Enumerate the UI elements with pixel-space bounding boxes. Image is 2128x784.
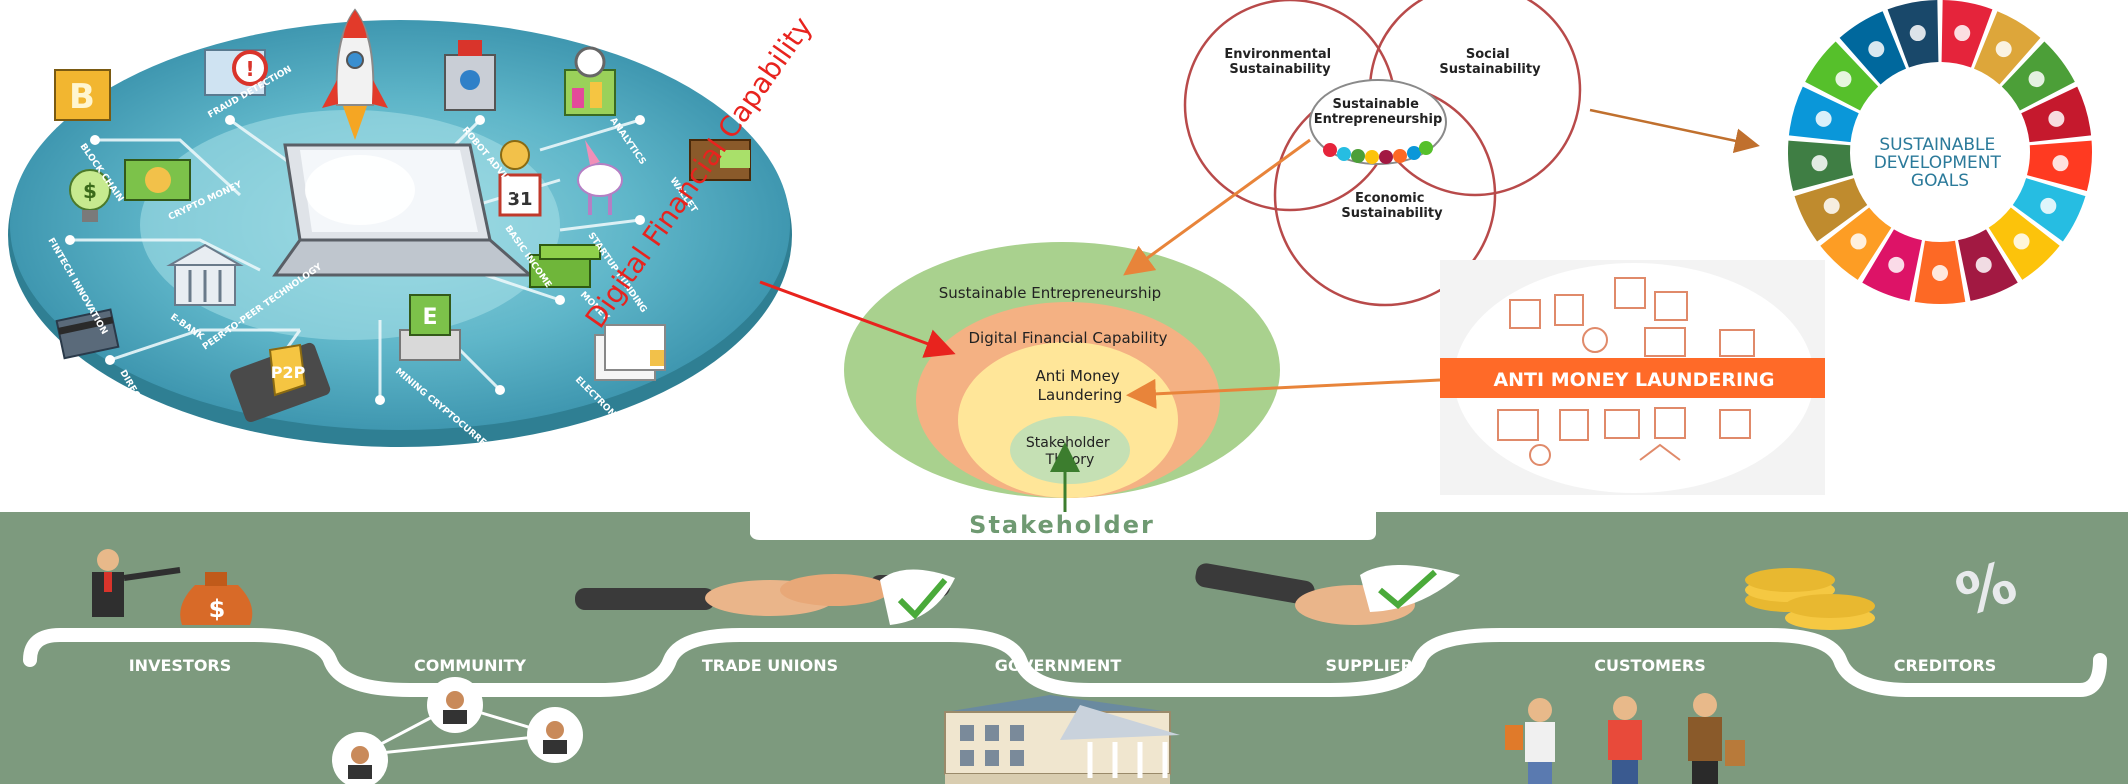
- arrow-aml: [1126, 378, 1441, 409]
- economic-line2: Sustainability: [1341, 206, 1443, 221]
- sdg-wheel: SUSTAINABLE DEVELOPMENT GOALS: [1788, 0, 2092, 304]
- bitcoin-block-icon: B: [54, 69, 111, 121]
- sdg-title-line3: GOALS: [1911, 171, 1969, 191]
- stakeholder-investors: INVESTORS: [129, 656, 232, 675]
- fintech-disc: B ! $: [8, 8, 819, 463]
- sdg-goal-icon: [1815, 110, 1832, 127]
- social-line1: Social: [1466, 47, 1510, 62]
- sdg-goal-icon: [1954, 25, 1971, 42]
- electronic-mortgage-icon: [594, 324, 666, 381]
- arrow-dfc: [759, 280, 956, 358]
- wallet-icon: [689, 139, 751, 181]
- sdg-goal-icon: [2028, 71, 2045, 88]
- sdg-goal-icon: [2048, 110, 2065, 127]
- stakeholder-labels: INVESTORS COMMUNITY TRADE UNIONS GOVERNM…: [129, 656, 1997, 675]
- svg-text:Social Sustainability: Social Sustainability: [1439, 47, 1541, 77]
- stakeholder-government: GOVERNMENT: [995, 656, 1122, 675]
- sdg-segments: [1788, 0, 2092, 304]
- svg-text:Environmental Sustainabi: Environmental Sustainability: [1224, 47, 1335, 77]
- stakeholder-community: COMMUNITY: [414, 656, 526, 675]
- basic-income-icon: 31: [498, 140, 542, 217]
- people-crowd-icon: [1323, 141, 1433, 164]
- sustainability-venn: Environmental Sustainability Social Sust…: [1183, 0, 1582, 307]
- economic-line1: Economic: [1355, 191, 1424, 206]
- government-building-icon: [944, 695, 1180, 784]
- svg-text:$: $: [209, 595, 226, 623]
- analytics-icon: [564, 46, 616, 116]
- robot-advisor-icon: [444, 40, 496, 111]
- sdg-goal-icon: [2013, 233, 2030, 250]
- arrow-se: [1123, 138, 1311, 276]
- e-bank-icon: [166, 243, 244, 306]
- aml-label: ANTI MONEY LAUNDERING: [1493, 369, 1774, 391]
- sdg-goal-icon: [1850, 233, 1867, 250]
- svg-text:$: $: [83, 179, 97, 203]
- environmental-line1: Environmental: [1224, 47, 1331, 62]
- svg-text:Economic Sustainability: Economic Sustainability: [1341, 191, 1443, 221]
- sdg-goal-icon: [1975, 256, 1992, 273]
- sdg-goal-icon: [1868, 41, 1885, 58]
- network-people-icon: [332, 677, 583, 784]
- aml-banner: [1440, 358, 1825, 398]
- sdg-goal-icon: [2052, 155, 2069, 172]
- svg-text:P2P: P2P: [271, 363, 306, 382]
- stakeholder-title: Stakeholder: [969, 511, 1155, 539]
- unicorn-startup-icon: [577, 140, 623, 215]
- third-label: Anti Money Laundering: [1035, 367, 1124, 404]
- stakeholder-creditors: CREDITORS: [1894, 656, 1997, 675]
- laptop-icon: [272, 143, 534, 277]
- third-line2: Laundering: [1038, 386, 1123, 404]
- sdg-goal-icon: [1823, 197, 1840, 214]
- handshake-icon: [575, 569, 955, 625]
- sdg-title: SUSTAINABLE DEVELOPMENT GOALS: [1874, 135, 2007, 191]
- p2p-phone-icon: P2P: [230, 342, 331, 423]
- sustainable-entrepreneurship-center: Sustainable Entrepreneurship: [1309, 79, 1447, 165]
- fraud-detection-icon: !: [204, 49, 268, 96]
- arrow-sdg: [1589, 108, 1760, 154]
- aml-icons: [1497, 277, 1755, 466]
- sdg-title-line1: SUSTAINABLE: [1879, 135, 1995, 155]
- svg-text:B: B: [69, 77, 95, 117]
- svg-text:!: !: [245, 57, 254, 81]
- outer-label: Sustainable Entrepreneurship: [939, 284, 1161, 302]
- stakeholder-band: Stakeholder INVESTORS COMMUNITY TRADE UN…: [0, 511, 2128, 784]
- third-line1: Anti Money: [1035, 367, 1119, 385]
- svg-text:31: 31: [507, 189, 532, 210]
- lightbulb-icon: $: [69, 169, 111, 222]
- sdg-goal-icon: [1888, 256, 1905, 273]
- sdg-title-line2: DEVELOPMENT: [1874, 153, 2002, 173]
- arrows: [759, 108, 1760, 512]
- center-line2: Entrepreneurship: [1314, 112, 1443, 127]
- approval-hand-icon: [1195, 563, 1460, 625]
- crypto-money-icon: [124, 159, 191, 201]
- nested-framework: Sustainable Entrepreneurship Digital Fin…: [844, 242, 1280, 498]
- money-bag-icon: $: [92, 549, 253, 625]
- money-stack-icon: [529, 244, 601, 288]
- rocket-icon: [322, 8, 388, 140]
- sdg-goal-icon: [1932, 265, 1948, 281]
- stakeholder-trade-unions: TRADE UNIONS: [702, 656, 838, 675]
- svg-text:Sustainable Entreprene: Sustainable Entrepreneurship: [1314, 97, 1443, 127]
- second-label: Digital Financial Capability: [968, 329, 1167, 347]
- sdg-goal-icon: [2040, 197, 2057, 214]
- center-line1: Sustainable: [1333, 97, 1420, 112]
- stakeholder-customers: CUSTOMERS: [1594, 656, 1705, 675]
- sdg-goal-icon: [1835, 71, 1852, 88]
- inner-line1: Stakeholder: [1026, 435, 1110, 451]
- sdg-goal-icon: [1995, 41, 2012, 58]
- credit-card-icon: [55, 308, 120, 360]
- social-line2: Sustainability: [1439, 62, 1541, 77]
- environmental-line2: Sustainability: [1229, 62, 1331, 77]
- inner-line2: Theory: [1045, 452, 1095, 468]
- circuit-nodes: [65, 115, 645, 405]
- stakeholder-suppliers: SUPPLIERS: [1326, 656, 1425, 675]
- aml-panel: ANTI MONEY LAUNDERING: [1440, 260, 1825, 495]
- svg-text:E: E: [422, 305, 437, 330]
- sdg-goal-icon: [1811, 155, 1828, 172]
- mining-cryptocurrency-icon: E: [399, 294, 461, 361]
- sdg-goal-icon: [1909, 25, 1926, 42]
- shoppers-icon: [1505, 693, 1745, 784]
- stakeholder-path: [23, 628, 2107, 697]
